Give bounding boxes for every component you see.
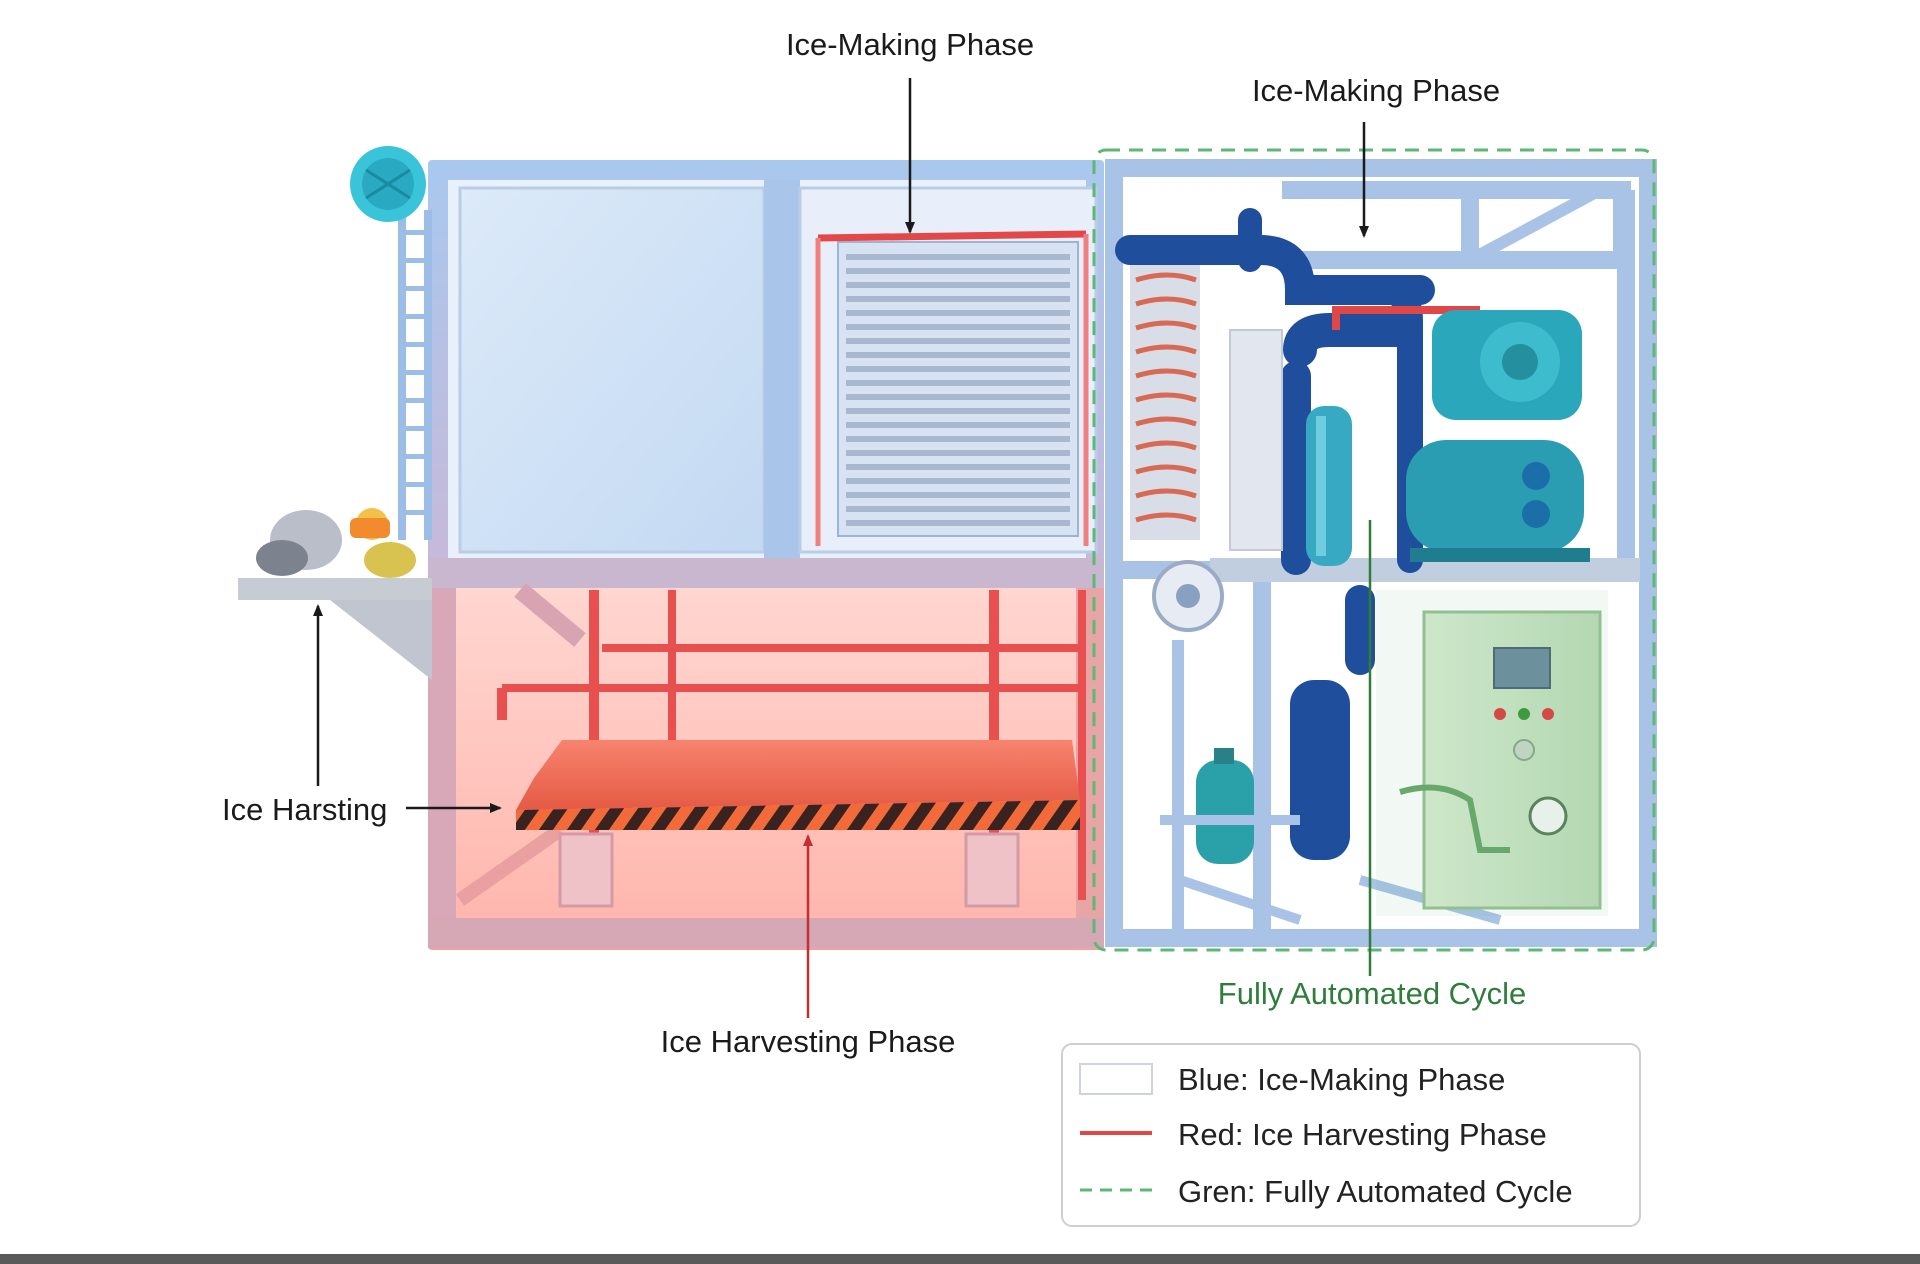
bottom-bar [0,1254,1920,1264]
coil-loop [1135,440,1197,451]
evaporator-rib [846,478,1070,484]
gauge-icon [1152,560,1224,632]
legend-label-red: Red: Ice Harvesting Phase [1178,1117,1547,1152]
coil-loop [1135,368,1197,379]
evaporator-plate [798,186,1098,554]
annotation-ice-making-top: Ice-Making Phase [786,27,1034,234]
legend: Blue: Ice-Making Phase Red: Ice Harvesti… [1061,1043,1641,1227]
label-ice-harvesting-bottom: Ice Harvesting Phase [661,1024,956,1059]
ladder-rung [398,342,432,347]
label-ice-making-right: Ice-Making Phase [1252,73,1500,108]
annotation-ice-making-right: Ice-Making Phase [1252,73,1500,238]
annotation-ice-harvesting-bottom: Ice Harvesting Phase [661,834,956,1059]
evaporator-rib [846,282,1070,288]
coil-loop [1135,416,1197,427]
evaporator-rib [846,492,1070,498]
evaporator-rib [846,338,1070,344]
side-ladder [350,146,432,540]
coil-loop [1135,488,1197,499]
refrigerant-pipes [1115,208,1435,675]
legend-item-blue: Blue: Ice-Making Phase [1079,1062,1505,1097]
evaporator-rib [846,296,1070,302]
ladder-rung [398,314,432,319]
coil-loop [1135,296,1197,307]
legend-item-green: Gren: Fully Automated Cycle [1080,1174,1573,1209]
legend-label-green: Gren: Fully Automated Cycle [1178,1174,1573,1209]
annotation-automated: Fully Automated Cycle [1218,520,1526,1011]
ladder-rung [398,258,432,263]
control-panel-icon [1399,610,1602,910]
evaporator-rib [846,254,1070,260]
small-tank [1196,748,1254,864]
ladder-rung [398,426,432,431]
receiver-tank [1306,406,1352,566]
legend-item-red: Red: Ice Harvesting Phase [1080,1117,1547,1152]
ladder-rung [398,454,432,459]
ladder-rung [398,510,432,515]
label-ice-making-top: Ice-Making Phase [786,27,1034,62]
coil-loop [1135,272,1197,283]
fan-icon [350,146,426,222]
ladder-rung [398,398,432,403]
coil-loop [1135,344,1197,355]
compressor-icon [1406,310,1590,562]
evaporator-rib [846,394,1070,400]
evaporator-rib [846,506,1070,512]
ladder-rung [398,482,432,487]
evaporator-rib [846,352,1070,358]
left-shelf [238,508,432,680]
right-machine-module [1092,148,1657,952]
ladder-rung [398,370,432,375]
coil-loop [1135,512,1197,523]
evaporator-rib [846,268,1070,274]
evaporator-rib [846,380,1070,386]
evaporator-rib [846,422,1070,428]
evaporator-rib [846,520,1070,526]
evaporator-rib [846,464,1070,470]
coil-loop [1135,320,1197,331]
coil-loop [1135,464,1197,475]
ladder-rung [398,230,432,235]
label-ice-harvesting-left: Ice Harsting [222,792,387,827]
evaporator-rib [846,408,1070,414]
evaporator-rib [846,324,1070,330]
legend-label-blue: Blue: Ice-Making Phase [1178,1062,1505,1097]
evaporator-rib [846,366,1070,372]
left-ice-module [428,160,1104,950]
label-automated: Fully Automated Cycle [1218,976,1526,1011]
ladder-rung [398,286,432,291]
annotation-ice-harvesting-left: Ice Harsting [222,604,502,827]
condenser-coil [1130,240,1200,540]
coil-loop [1135,392,1197,403]
ice-harvest-tray [516,740,1080,908]
evaporator-rib [846,450,1070,456]
evaporator-rib [846,310,1070,316]
evaporator-rib [846,436,1070,442]
